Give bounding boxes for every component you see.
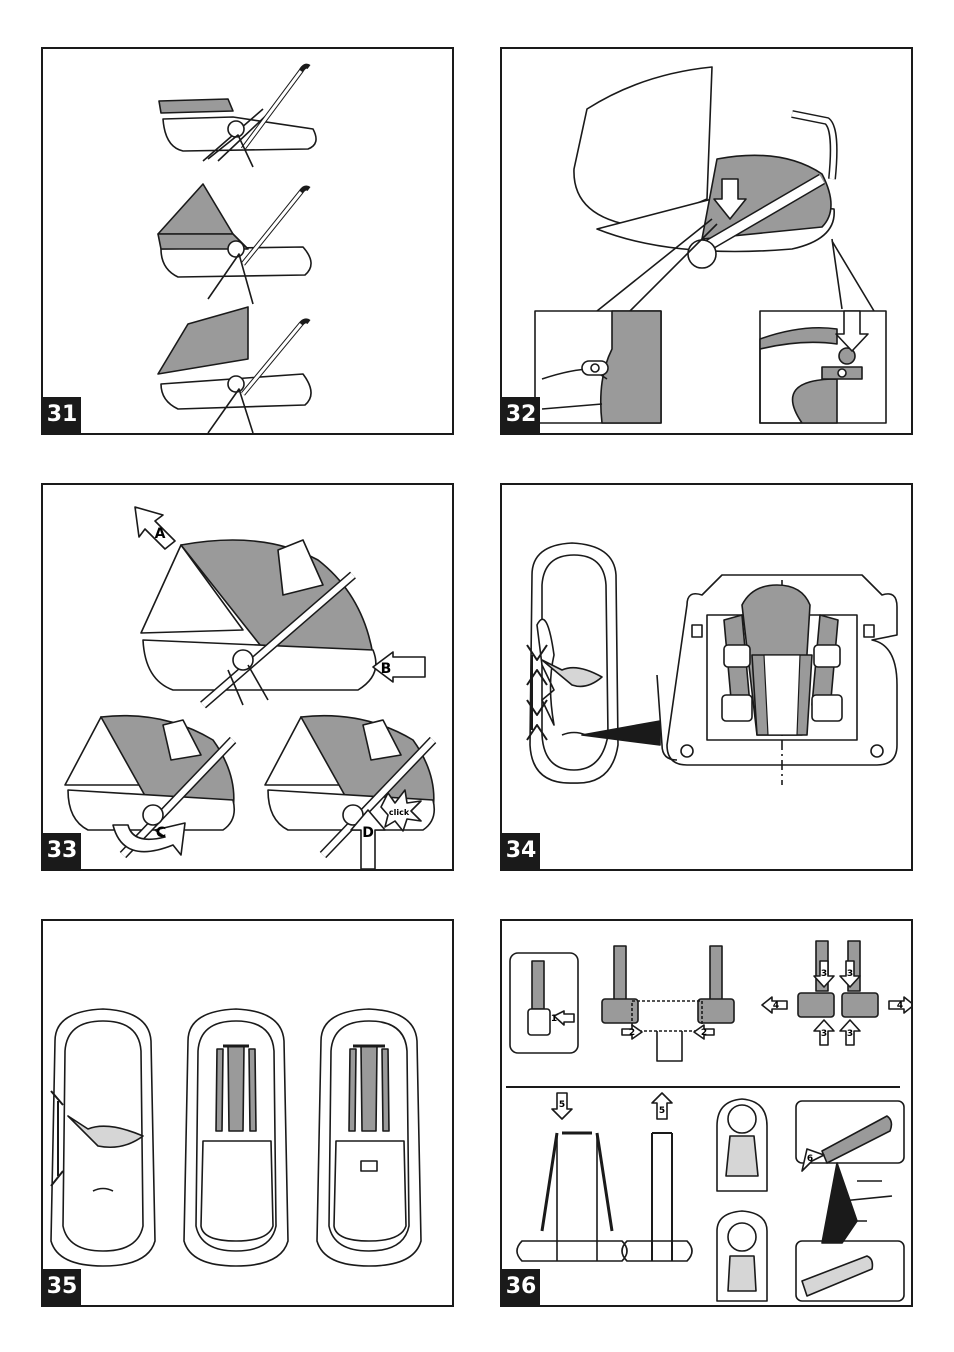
carrycot-canopy-illustration — [43, 49, 452, 433]
carrycot-attach-illustration — [502, 49, 911, 433]
step-label: 5 — [559, 1100, 565, 1110]
label-d: D — [362, 825, 374, 841]
step-label: 4 — [897, 1001, 903, 1011]
figure-33: A B C D click 33 — [41, 483, 454, 871]
figure-number: 33 — [43, 833, 81, 869]
label-a: A — [155, 526, 166, 542]
step-label: 2 — [701, 1028, 707, 1038]
figure-31: 31 — [41, 47, 454, 435]
figure-36: 1 2 2 3 3 3 3 4 4 5 5 6 36 — [500, 919, 913, 1307]
step-label: 3 — [847, 969, 853, 979]
step-label: 3 — [821, 969, 827, 979]
step-label: 5 — [659, 1106, 665, 1116]
label-c: C — [156, 825, 166, 841]
step-label: 3 — [847, 1029, 853, 1039]
step-label: 6 — [807, 1154, 813, 1164]
figure-32: 32 — [500, 47, 913, 435]
figure-number: 31 — [43, 397, 81, 433]
step-label: 2 — [629, 1028, 635, 1038]
label-click: click — [389, 808, 410, 817]
seat-harness-stages-illustration — [43, 921, 452, 1305]
step-label: 1 — [551, 1014, 557, 1024]
harness-seat-illustration — [502, 485, 911, 869]
harness-assembly-illustration: 1 2 2 3 3 3 3 4 4 5 5 6 — [502, 921, 911, 1305]
figure-number: 36 — [502, 1269, 540, 1305]
figure-35: 35 — [41, 919, 454, 1307]
step-label: 4 — [773, 1001, 779, 1011]
step-label: 3 — [821, 1029, 827, 1039]
figure-number: 34 — [502, 833, 540, 869]
label-b: B — [381, 661, 392, 677]
figure-number: 35 — [43, 1269, 81, 1305]
figure-number: 32 — [502, 397, 540, 433]
figure-34: 34 — [500, 483, 913, 871]
seat-canopy-illustration: A B C D click — [43, 485, 452, 869]
